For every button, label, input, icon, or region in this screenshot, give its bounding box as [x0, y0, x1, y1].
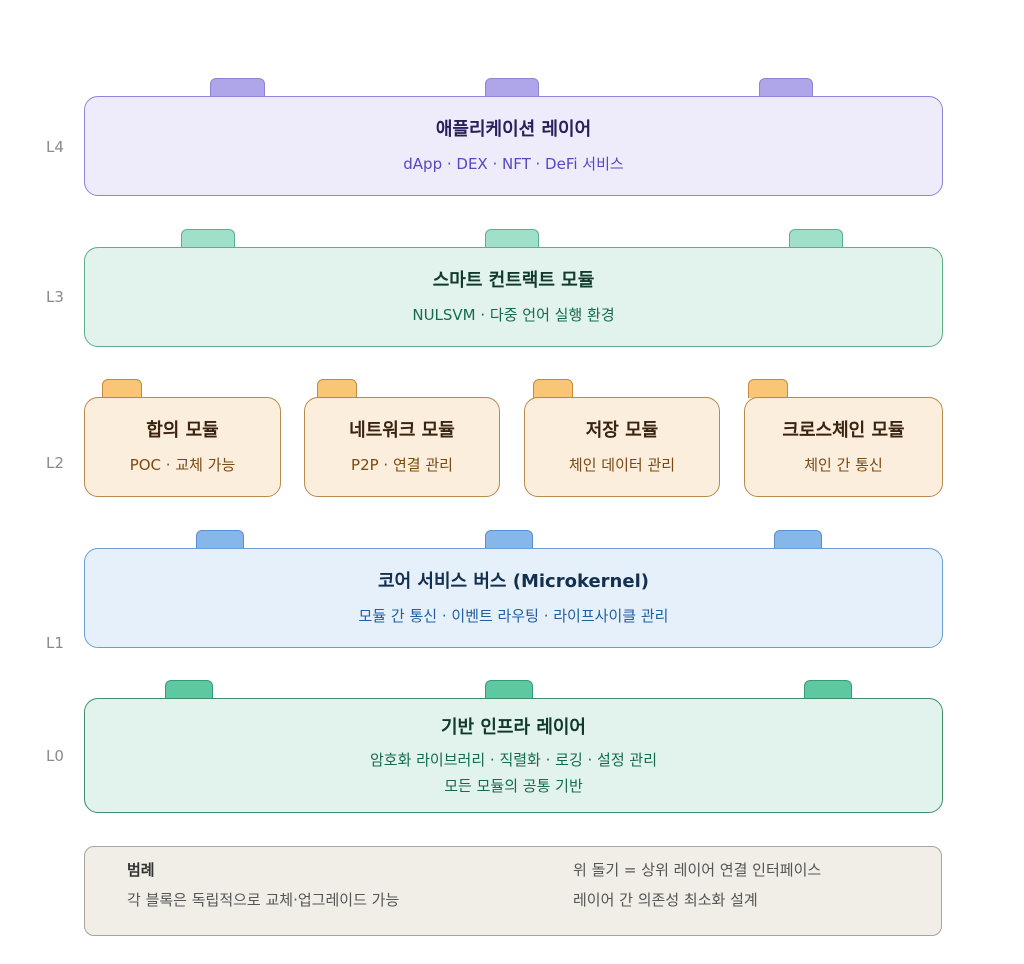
- level-label-l4: L4: [46, 138, 64, 156]
- block-title: 합의 모듈: [146, 420, 219, 441]
- legend-line: 각 블록은 독립적으로 교체·업그레이드 가능: [127, 891, 400, 909]
- block-subtitle-2: 모든 모듈의 공통 기반: [444, 776, 583, 795]
- connector-tab: [485, 78, 539, 97]
- block-subtitle: NULSVM · 다중 언어 실행 환경: [412, 306, 615, 324]
- network-module-block: 네트워크 모듈 P2P · 연결 관리: [304, 397, 500, 497]
- level-label-l3: L3: [46, 288, 64, 306]
- block-subtitle: P2P · 연결 관리: [351, 456, 453, 474]
- connector-tab: [196, 530, 244, 549]
- level-label-l1: L1: [46, 634, 64, 652]
- block-title: 네트워크 모듈: [349, 420, 455, 441]
- consensus-module-block: 합의 모듈 POC · 교체 가능: [84, 397, 281, 497]
- legend: 범례 각 블록은 독립적으로 교체·업그레이드 가능 위 돌기 = 상위 레이어…: [84, 846, 942, 936]
- block-subtitle: 체인 간 통신: [804, 456, 883, 474]
- storage-module-block: 저장 모듈 체인 데이터 관리: [524, 397, 720, 497]
- block-subtitle: POC · 교체 가능: [129, 456, 236, 474]
- connector-tab: [485, 680, 533, 699]
- level-label-l2: L2: [46, 454, 64, 472]
- connector-tab: [210, 78, 265, 97]
- core-service-bus-block: 코어 서비스 버스 (Microkernel) 모듈 간 통신 · 이벤트 라우…: [84, 548, 943, 648]
- legend-line: 위 돌기 = 상위 레이어 연결 인터페이스: [573, 861, 822, 879]
- connector-tab: [181, 229, 235, 248]
- connector-tab: [774, 530, 822, 549]
- block-title: 스마트 컨트랙트 모듈: [432, 270, 595, 291]
- connector-tab: [317, 379, 357, 398]
- block-subtitle: 모듈 간 통신 · 이벤트 라우팅 · 라이프사이클 관리: [358, 607, 669, 625]
- connector-tab: [485, 229, 539, 248]
- infrastructure-layer-block: 기반 인프라 레이어 암호화 라이브러리 · 직렬화 · 로깅 · 설정 관리 …: [84, 698, 943, 813]
- connector-tab: [102, 379, 142, 398]
- connector-tab: [804, 680, 852, 699]
- block-subtitle: 암호화 라이브러리 · 직렬화 · 로깅 · 설정 관리: [369, 750, 658, 769]
- block-subtitle: 체인 데이터 관리: [568, 456, 676, 474]
- block-title: 기반 인프라 레이어: [440, 716, 586, 738]
- connector-tab: [789, 229, 843, 248]
- block-title: 코어 서비스 버스 (Microkernel): [378, 571, 649, 592]
- legend-line: 레이어 간 의존성 최소화 설계: [573, 891, 758, 909]
- block-title: 크로스체인 모듈: [782, 420, 905, 441]
- crosschain-module-block: 크로스체인 모듈 체인 간 통신: [744, 397, 943, 497]
- legend-title: 범례: [127, 861, 155, 879]
- connector-tab: [485, 530, 533, 549]
- level-label-l0: L0: [46, 747, 64, 765]
- connector-tab: [165, 680, 213, 699]
- connector-tab: [759, 78, 813, 97]
- block-title: 애플리케이션 레이어: [435, 119, 592, 140]
- application-layer-block: 애플리케이션 레이어 dApp · DEX · NFT · DeFi 서비스: [84, 96, 943, 196]
- block-title: 저장 모듈: [585, 420, 659, 441]
- connector-tab: [748, 379, 788, 398]
- block-subtitle: dApp · DEX · NFT · DeFi 서비스: [403, 155, 624, 173]
- connector-tab: [533, 379, 573, 398]
- smart-contract-block: 스마트 컨트랙트 모듈 NULSVM · 다중 언어 실행 환경: [84, 247, 943, 347]
